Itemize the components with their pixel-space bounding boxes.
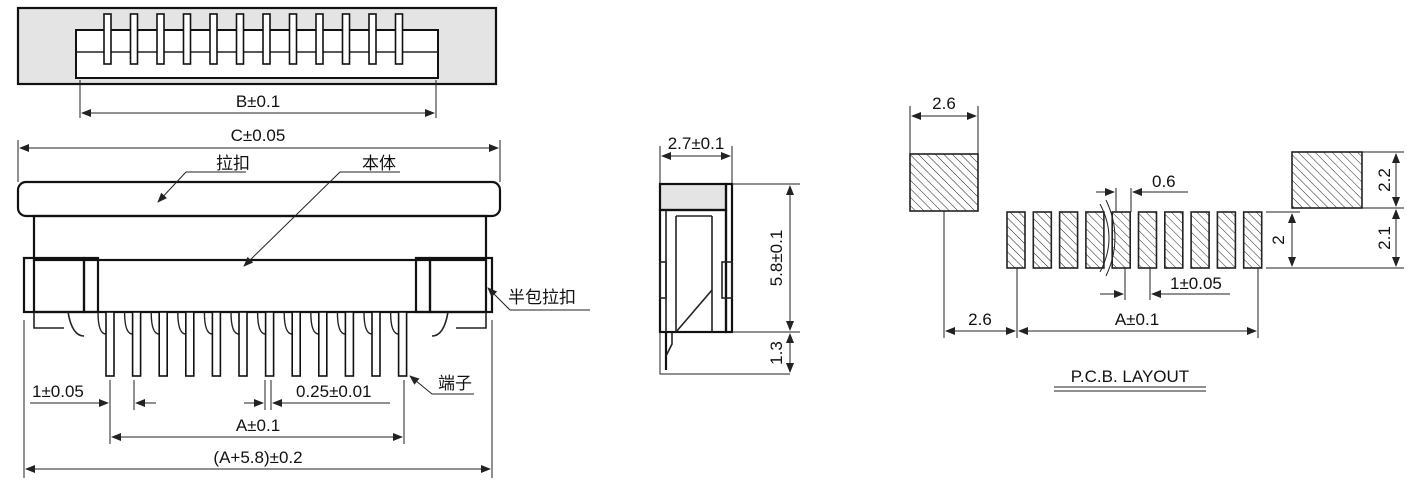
top-pin [262, 13, 271, 65]
pcb-trace [1242, 211, 1263, 269]
dim-pcb-a: A±0.1 [1115, 310, 1159, 329]
top-pin [156, 13, 165, 65]
pcb-trace [1137, 211, 1158, 269]
label-terminal: 端子 [438, 374, 472, 393]
front-pin [264, 311, 275, 377]
dim-pcb-offset: 2.6 [968, 310, 992, 329]
front-view: C±0.05 拉扣 本体 半包拉扣 端子 1±0.05 [16, 126, 590, 478]
front-pin [185, 311, 195, 377]
pcb-trace [1111, 211, 1131, 269]
top-view: B±0.1 [16, 6, 498, 118]
top-pin [103, 13, 112, 65]
dim-pin-width: 0.25±0.01 [296, 382, 372, 401]
front-pin [105, 311, 115, 377]
side-body [658, 208, 728, 334]
latch [16, 180, 502, 218]
dim-side-width: 2.7±0.1 [668, 134, 725, 153]
dim-pcb-pad-h2: 2.1 [1375, 226, 1394, 250]
dim-b-label: B±0.1 [236, 92, 280, 111]
pcb-title: P.C.B. LAYOUT [1071, 367, 1189, 386]
dim-side-height: 5.8±0.1 [767, 230, 786, 287]
front-pin [238, 311, 248, 377]
front-pin [317, 311, 328, 377]
front-pin [371, 311, 381, 377]
pcb-trace [1032, 211, 1053, 269]
pcb-trace [1058, 211, 1079, 269]
top-pin [315, 13, 324, 65]
side-latch [658, 182, 728, 212]
pcb-trace [1190, 211, 1210, 269]
top-pin [182, 13, 192, 65]
label-body: 本体 [362, 154, 396, 173]
label-latch: 拉扣 [216, 154, 250, 173]
dim-pitch-front: 1±0.05 [32, 382, 84, 401]
main-body [32, 214, 488, 262]
front-pins [97, 311, 408, 377]
top-pin [209, 13, 218, 65]
top-pin [129, 13, 139, 65]
front-pin [158, 311, 168, 377]
front-pin [291, 311, 302, 377]
top-pin [235, 13, 245, 65]
top-pins [103, 13, 404, 65]
pcb-traces [1006, 211, 1263, 269]
top-pin [341, 13, 351, 65]
label-half-latch: 半包拉扣 [508, 288, 576, 307]
dim-side-lead: 1.3 [767, 341, 786, 365]
top-pin [368, 13, 377, 65]
side-view: 2.7±0.1 5.8±0.1 1.3 [658, 134, 800, 375]
front-pin [211, 311, 222, 377]
dim-pcb-trace-h: 2 [1269, 235, 1288, 244]
dim-pcb-pad-h1: 2.2 [1375, 168, 1394, 192]
front-pin [344, 311, 355, 377]
pcb-pad-right [1291, 151, 1363, 209]
top-pin [394, 13, 404, 65]
pcb-trace [1164, 211, 1184, 269]
pcb-trace [1006, 211, 1026, 269]
dim-overall: (A+5.8)±0.2 [213, 448, 302, 467]
pcb-trace [1085, 211, 1105, 269]
front-pin [397, 311, 408, 377]
dim-c-label: C±0.05 [231, 126, 286, 145]
pcb-pad-left [909, 153, 979, 212]
half-latch-right [428, 256, 494, 314]
dim-a-front: A±0.1 [236, 416, 280, 435]
pcb-trace [1216, 211, 1237, 269]
top-pin [288, 13, 298, 65]
front-pin [131, 311, 142, 377]
dim-pcb-pad-width: 2.6 [932, 94, 956, 113]
dim-pcb-pitch: 1±0.05 [1170, 274, 1222, 293]
dim-pcb-trace-width: 0.6 [1152, 172, 1176, 191]
pcb-layout: 2.6 0.6 2.2 2.1 2 1±0.05 2.6 [909, 94, 1404, 392]
